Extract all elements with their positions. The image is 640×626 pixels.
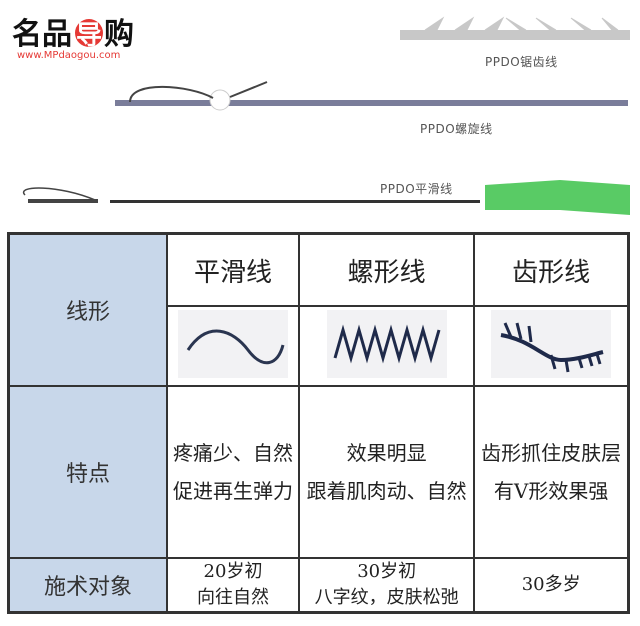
feature-line: 促进再生弹力 xyxy=(173,479,293,503)
comparison-table: 线形 平滑线 螺形线 齿形线 特点 疼痛少、自然促进再生弹力 效果明显跟着肌肉动… xyxy=(7,232,630,614)
feature-line: 疼痛少、自然 xyxy=(173,441,293,465)
feature-line: 效果明显 xyxy=(346,441,427,465)
barbed-thread-label: PPDO锯齿线 xyxy=(485,55,558,69)
spiral-thread-label: PPDO螺旋线 xyxy=(420,122,493,136)
features-smooth: 疼痛少、自然促进再生弹力 xyxy=(166,385,300,559)
column-header-spiral: 螺形线 xyxy=(297,232,476,307)
smooth-thread-needle-image xyxy=(22,180,630,215)
target-barbed: 30多岁 xyxy=(473,557,630,614)
target-line: 30多岁 xyxy=(521,574,581,595)
svg-text:购: 购 xyxy=(104,17,134,52)
svg-text:名品: 名品 xyxy=(12,17,72,52)
target-line: 30岁初 xyxy=(357,561,417,582)
watermark-logo: 名品 导 购 www.MPdaogou.com xyxy=(12,12,137,66)
feature-line: 跟着肌肉动、自然 xyxy=(306,479,467,503)
row-header-features: 特点 xyxy=(7,385,168,559)
features-spiral: 效果明显跟着肌肉动、自然 xyxy=(297,385,476,559)
target-line: 20岁初 xyxy=(203,561,263,582)
feature-line: 有V形效果强 xyxy=(493,479,609,503)
column-header-barbed: 齿形线 xyxy=(473,232,630,307)
row-header-target: 施术对象 xyxy=(7,557,168,614)
barbed-thread-icon xyxy=(491,310,612,378)
svg-text:www.MPdaogou.com: www.MPdaogou.com xyxy=(17,50,120,61)
thread-illustration xyxy=(22,16,630,215)
target-spiral: 30岁初八字纹，皮肤松弛 xyxy=(297,557,476,614)
svg-text:导: 导 xyxy=(76,21,102,51)
target-smooth: 20岁初向往自然 xyxy=(166,557,300,614)
features-barbed: 齿形抓住皮肤层有V形效果强 xyxy=(473,385,630,559)
spiral-thread-image xyxy=(115,81,628,111)
column-header-smooth: 平滑线 xyxy=(166,232,300,307)
target-line: 向往自然 xyxy=(197,587,269,608)
feature-line: 齿形抓住皮肤层 xyxy=(481,441,622,465)
target-line: 八字纹，皮肤松弛 xyxy=(314,587,459,608)
smooth-wave-icon xyxy=(178,310,288,378)
barbed-thread-image xyxy=(400,16,630,40)
zigzag-spiral-icon xyxy=(326,310,447,378)
row-header-shape: 线形 xyxy=(7,232,168,387)
smooth-thread-label: PPDO平滑线 xyxy=(380,182,453,196)
